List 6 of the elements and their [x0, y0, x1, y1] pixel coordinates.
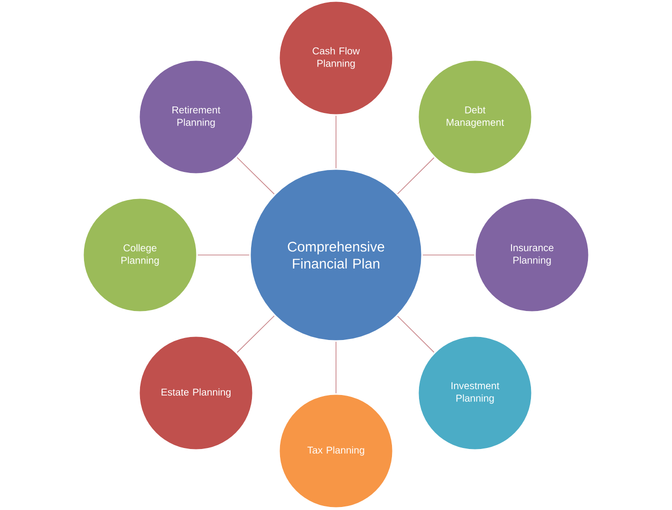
connector-line: [422, 254, 475, 256]
connector-line: [197, 254, 250, 256]
connector-line: [397, 157, 434, 194]
connector-line: [236, 157, 275, 194]
connector-line: [236, 315, 275, 353]
connector-line: [397, 316, 434, 353]
